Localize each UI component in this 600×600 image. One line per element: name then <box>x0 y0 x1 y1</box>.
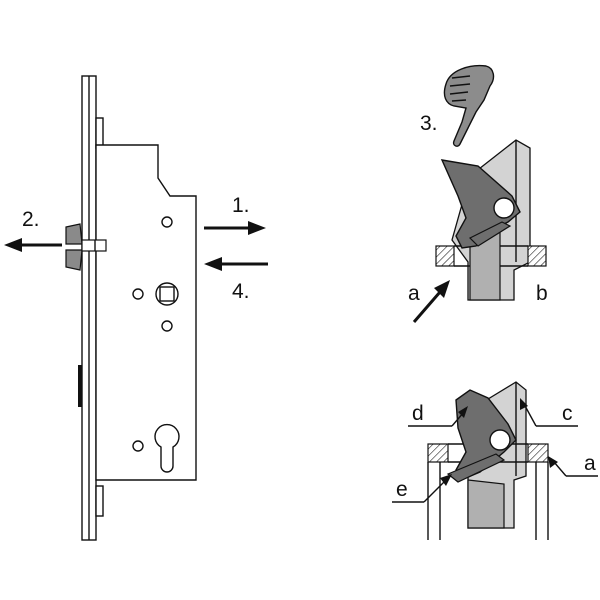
mortise-lock-body <box>65 75 197 541</box>
leader-d <box>408 406 468 427</box>
frame-hatch-right-bottom <box>527 443 549 463</box>
detail-top <box>435 139 547 301</box>
step-4-label: 4. <box>232 280 250 303</box>
arrow-right-step-1 <box>204 221 266 235</box>
mounting-hole-mid-left <box>132 288 144 300</box>
arrow-left-step-4 <box>204 257 268 271</box>
leader-a-bottom <box>548 456 598 477</box>
arrow-left-step-2 <box>4 238 62 252</box>
leader-c <box>520 398 578 427</box>
mounting-hole-lower <box>161 320 173 332</box>
mounting-hole-top <box>161 216 173 228</box>
callout-d-bottom: d <box>412 402 424 425</box>
callout-a-top: a <box>408 282 420 305</box>
step-3-label: 3. <box>420 112 438 135</box>
frame-hatch-left-bottom <box>427 443 449 463</box>
callout-e-bottom: e <box>396 478 408 501</box>
follower-square <box>159 286 175 302</box>
callout-c-bottom: c <box>562 402 573 425</box>
cylinder-keyhole <box>154 423 180 473</box>
latch-bolt <box>65 223 83 245</box>
frame-hatch-right-top <box>527 245 547 267</box>
callout-a-bottom: a <box>584 452 596 475</box>
frame-hatch-left-top <box>435 245 455 267</box>
follower-ring <box>155 282 179 306</box>
lock-case <box>95 144 197 481</box>
step-1-label: 1. <box>232 194 250 217</box>
callout-b-top: b <box>536 282 548 305</box>
arrow-diagonal-a-top <box>412 280 450 323</box>
step-2-label: 2. <box>22 208 40 231</box>
leader-e <box>392 474 452 503</box>
detail-bottom <box>427 381 549 540</box>
hand-pointer-icon <box>443 64 495 147</box>
